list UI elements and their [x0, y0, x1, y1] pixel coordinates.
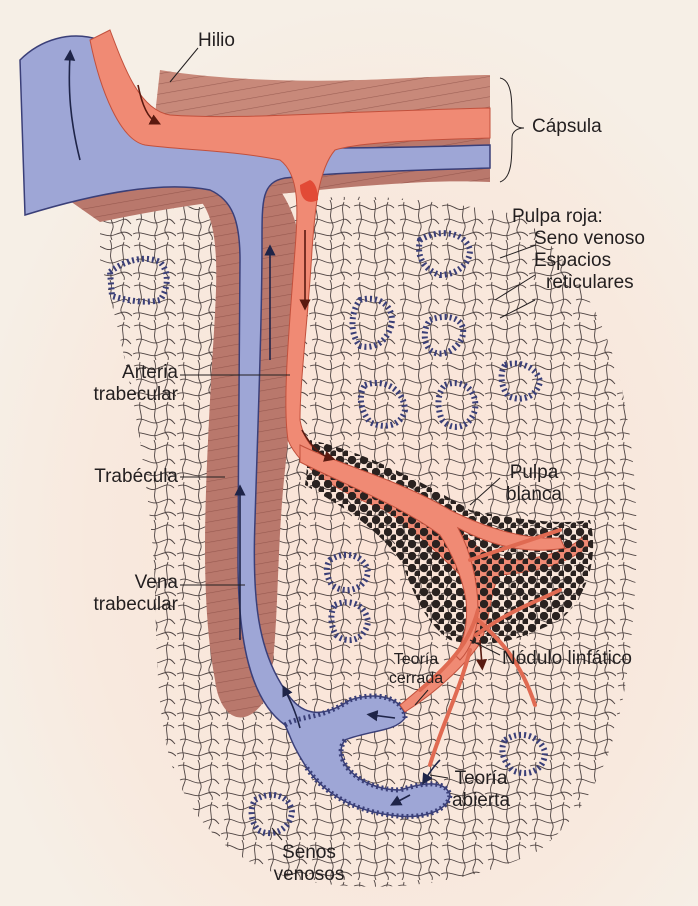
label-venosos: venosos: [264, 864, 354, 886]
label-vena: Vena: [60, 572, 178, 594]
label-arteria: Arteria: [60, 362, 178, 384]
label-arteria-trabecular: Arteria trabecular: [60, 362, 178, 406]
label-hilio: Hilio: [198, 30, 235, 52]
label-pulpa-roja: Pulpa roja: Seno venoso Espacios reticul…: [512, 206, 645, 294]
label-espacios: Espacios: [512, 250, 645, 272]
label-capsula: Cápsula: [532, 116, 602, 138]
label-senos-venosos: Senos venosos: [264, 842, 354, 886]
label-senos: Senos: [264, 842, 354, 864]
label-seno-venoso: Seno venoso: [512, 228, 645, 250]
label-nodulo-linfatico: Nódulo linfático: [502, 648, 632, 670]
label-teoria-cerrada-1: Teoría: [380, 650, 452, 669]
label-vena-trabecular: Vena trabecular: [60, 572, 178, 616]
label-pulpa: Pulpa: [502, 462, 566, 484]
label-teoria-abierta: Teoría abierta: [446, 768, 516, 812]
label-pulpa-roja-title: Pulpa roja:: [512, 206, 645, 228]
label-teoria-cerrada: Teoría cerrada: [380, 650, 452, 688]
label-pulpa-blanca: Pulpa blanca: [502, 462, 566, 506]
label-vena-trabecular-2: trabecular: [60, 594, 178, 616]
label-teoria-abierta-1: Teoría: [446, 768, 516, 790]
label-reticulares: reticulares: [512, 272, 645, 294]
label-blanca: blanca: [502, 484, 566, 506]
label-trabecula: Trabécula: [60, 466, 178, 488]
label-arteria-trabecular-2: trabecular: [60, 384, 178, 406]
label-teoria-abierta-2: abierta: [446, 790, 516, 812]
label-teoria-cerrada-2: cerrada: [380, 669, 452, 688]
